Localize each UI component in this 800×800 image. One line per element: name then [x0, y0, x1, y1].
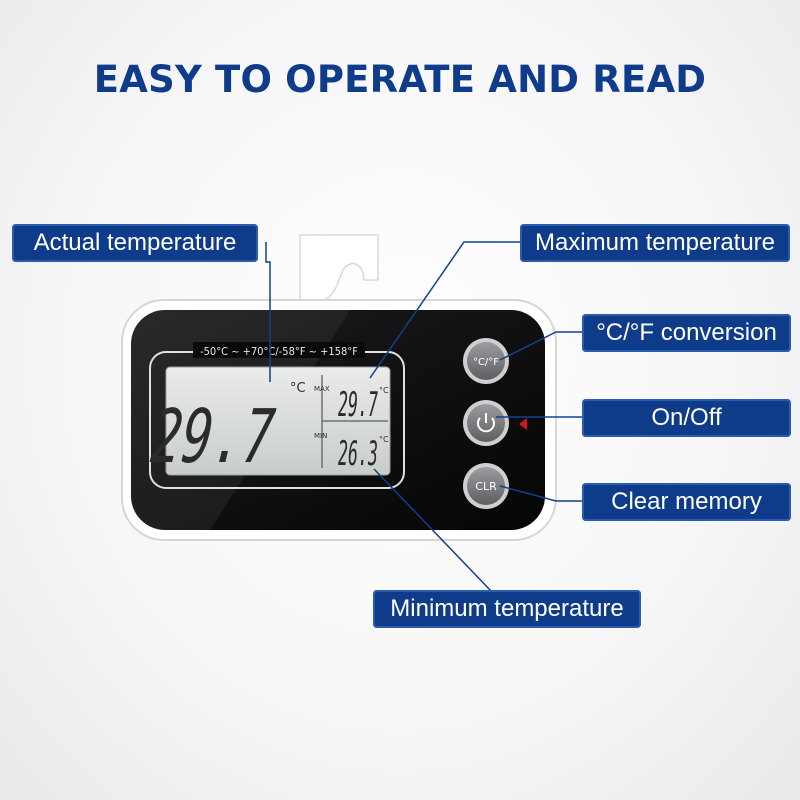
- cf-button[interactable]: °C/°F: [463, 338, 509, 384]
- label-on-off: On/Off: [582, 399, 791, 437]
- indicator-arrow-icon: [519, 418, 527, 430]
- leader-lines: [265, 241, 582, 593]
- min-reading: 26.3: [338, 434, 378, 474]
- power-icon: [477, 417, 495, 433]
- main-unit: °C: [290, 381, 306, 396]
- hanging-hook: [299, 234, 379, 301]
- label-clear-memory: Clear memory: [582, 483, 791, 521]
- main-reading: 29.7: [148, 394, 279, 480]
- lcd-screen: [165, 366, 391, 476]
- label-actual-temperature: Actual temperature: [12, 224, 258, 262]
- power-button[interactable]: [463, 400, 509, 446]
- label-cf-conversion: °C/°F conversion: [582, 314, 791, 352]
- min-marker: MIN: [314, 432, 327, 440]
- cf-button-label: °C/°F: [473, 357, 499, 368]
- max-marker: MAX: [314, 385, 330, 393]
- clr-button-label: CLR: [475, 480, 497, 493]
- label-minimum-temperature: Minimum temperature: [373, 590, 641, 628]
- label-maximum-temperature: Maximum temperature: [520, 224, 790, 262]
- clr-button[interactable]: CLR: [463, 463, 509, 509]
- min-unit: °C: [379, 435, 389, 444]
- max-reading: 29.7: [338, 385, 378, 425]
- page-headline: EASY TO OPERATE AND READ: [93, 58, 707, 101]
- max-unit: °C: [379, 386, 389, 395]
- range-text: -50°C ~ +70°C/-58°F ~ +158°F: [200, 345, 358, 358]
